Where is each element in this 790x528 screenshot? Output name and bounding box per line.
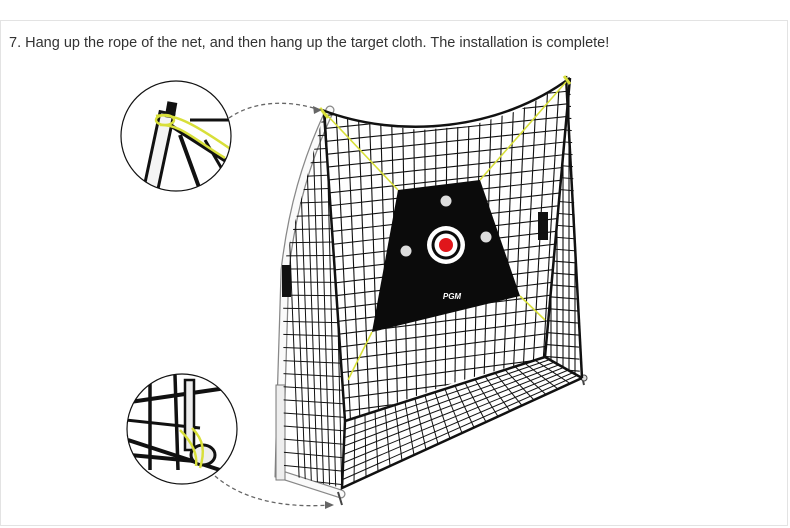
target-hole-right	[480, 231, 492, 243]
net-floor-panel	[342, 357, 582, 488]
target-hole-left	[400, 245, 412, 257]
callout-arrows	[214, 102, 331, 507]
detail-magnifier-top	[120, 80, 232, 192]
installation-step-text: 7. Hang up the rope of the net, and then…	[9, 35, 610, 51]
hanging-ropes	[318, 75, 572, 381]
target-hole-top	[440, 195, 452, 207]
net-border	[321, 75, 584, 490]
target-brand-logo: PGM	[443, 292, 462, 301]
arrow-head-bottom-icon	[325, 501, 334, 509]
target-cloth: PGM	[372, 180, 520, 332]
arrow-head-top-icon	[313, 106, 322, 114]
detail-magnifier-bottom	[126, 373, 238, 485]
